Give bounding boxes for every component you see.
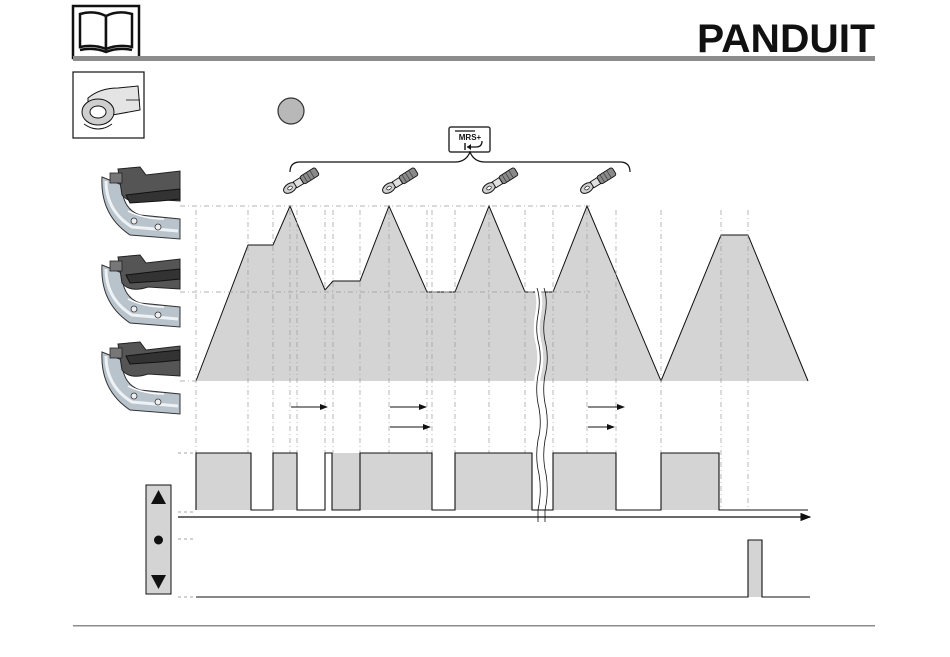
terminal-lugs (282, 167, 617, 195)
terminal-lug-icon (481, 167, 519, 195)
brand-logo: PANDUIT (697, 17, 875, 61)
cycle-group-brace (290, 152, 630, 172)
tool-head-positions (102, 167, 180, 414)
terminal-lug-icon (579, 167, 617, 195)
footer-rule (73, 625, 875, 627)
terminal-lug-icon (282, 167, 320, 195)
crimp-head-illustration (102, 342, 180, 414)
step-marker-circle (278, 98, 304, 124)
level-ticks (178, 453, 194, 597)
timing-arrows (291, 407, 624, 427)
terminal-lug-icon (381, 167, 419, 195)
dot-icon[interactable] (154, 536, 163, 545)
header-rule (73, 56, 875, 61)
control-buttons-panel (146, 485, 171, 594)
manual-book-icon (73, 6, 139, 58)
mrs-mode-label: MRS+ (459, 133, 482, 142)
retract-pulse-area (748, 540, 762, 597)
crimp-tool-thumbnail (73, 72, 144, 138)
brand-logo-text: PANDUIT (697, 17, 875, 61)
crimp-head-illustration (102, 255, 180, 327)
mrs-mode-badge: MRS+ (449, 127, 490, 152)
pressure-area (196, 206, 808, 381)
crimp-head-illustration (102, 167, 180, 239)
retract-pulse-line (196, 540, 810, 597)
motor-signal-area (196, 453, 719, 510)
